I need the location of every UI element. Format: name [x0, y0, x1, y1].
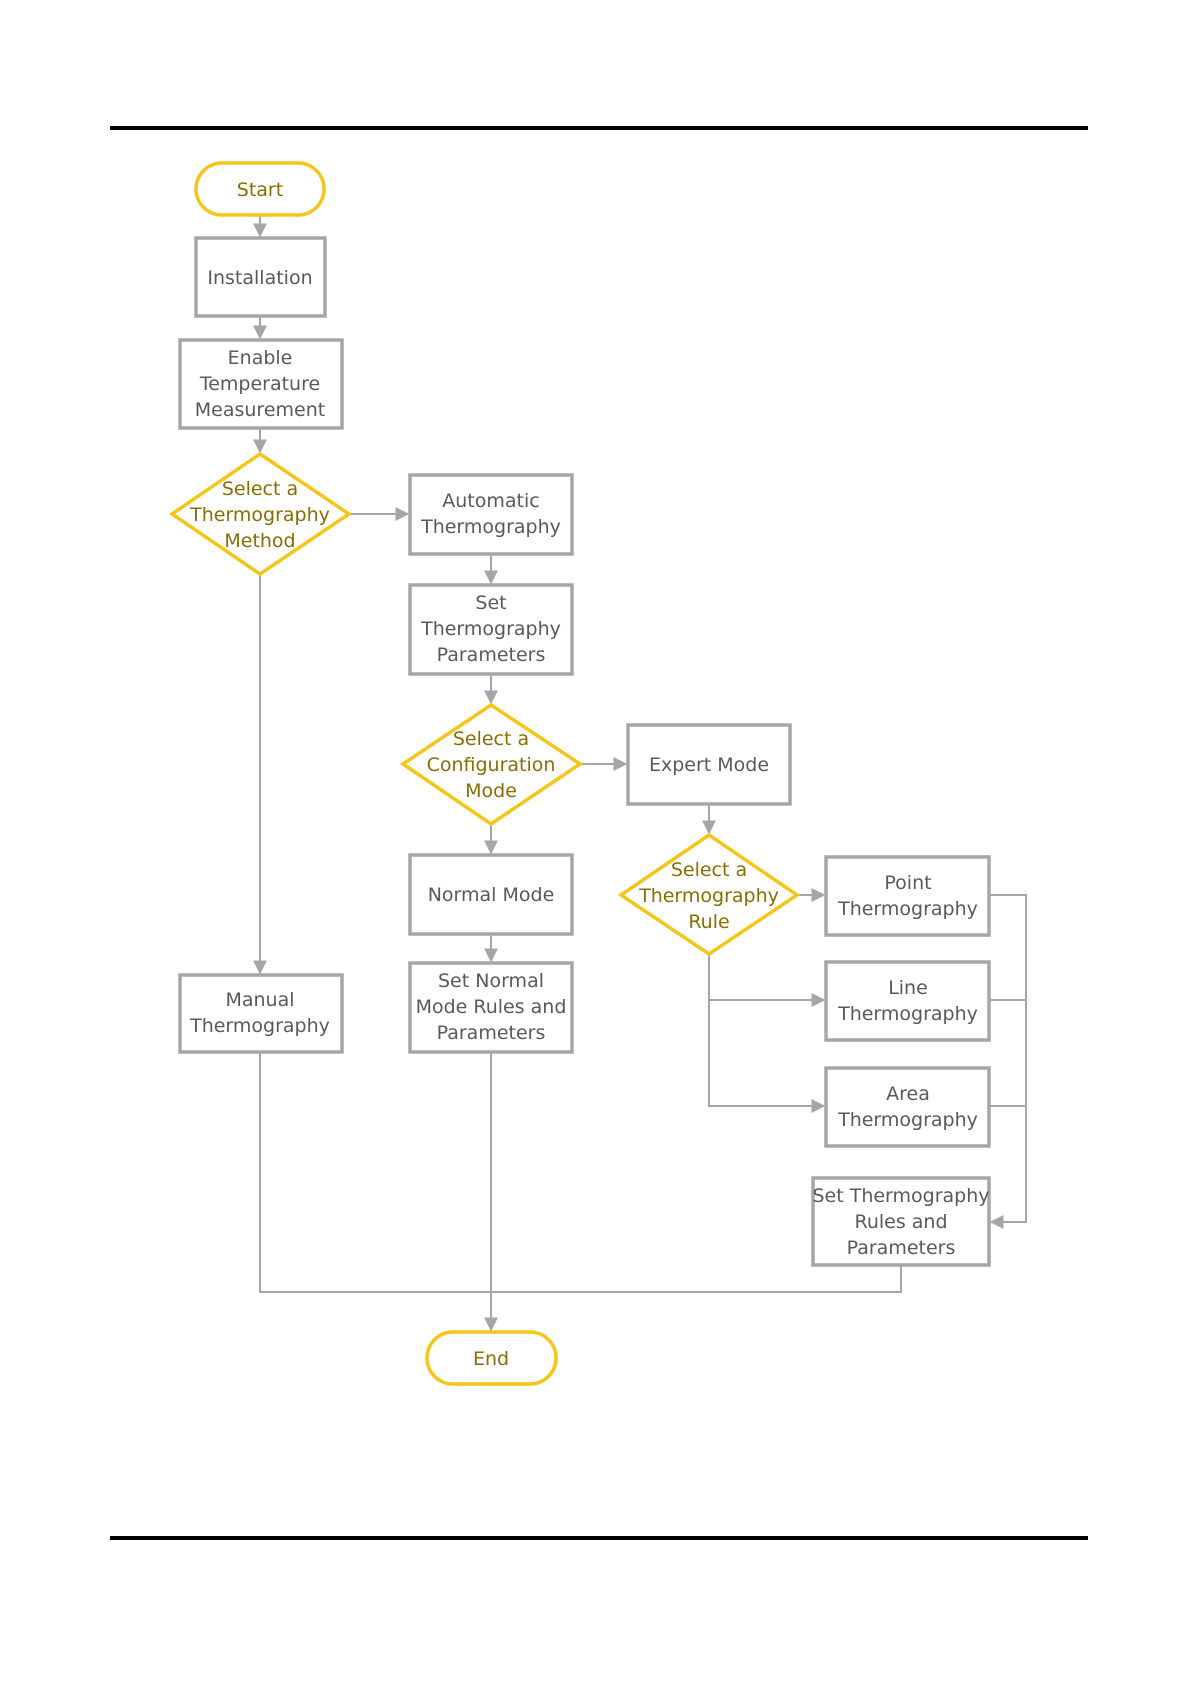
arrow-rule-line — [708, 954, 826, 1007]
select-rule-line-3: Rule — [688, 911, 729, 933]
expert-mode-node: Expert Mode — [626, 723, 792, 806]
manual-line-1: Manual — [225, 989, 294, 1011]
connector-bottom-merge — [259, 1052, 902, 1293]
select-method-decision: Select a Thermography Method — [168, 451, 353, 577]
select-config-line-1: Select a — [453, 728, 529, 750]
select-method-line-1: Select a — [222, 478, 298, 500]
enable-temp-line-3: Measurement — [195, 399, 325, 421]
point-line-2: Thermography — [837, 898, 978, 920]
select-config-decision: Select a Configuration Mode — [399, 702, 584, 827]
set-normal-mode-rules-node: Set Normal Mode Rules and Parameters — [408, 961, 574, 1054]
area-line-2: Thermography — [837, 1109, 978, 1131]
set-rules-line-1: Set Thermography — [812, 1185, 989, 1207]
set-thermography-rules-node: Set Thermography Rules and Parameters — [811, 1176, 991, 1267]
select-config-line-2: Configuration — [427, 754, 556, 776]
point-thermography-node: Point Thermography — [824, 855, 991, 937]
select-rule-line-2: Thermography — [638, 885, 779, 907]
set-normal-line-3: Parameters — [437, 1022, 546, 1044]
set-params-line-2: Thermography — [420, 618, 561, 640]
line-line-1: Line — [888, 977, 928, 999]
manual-line-2: Thermography — [189, 1015, 330, 1037]
automatic-thermography-node: Automatic Thermography — [408, 473, 574, 556]
set-params-line-3: Parameters — [437, 644, 546, 666]
manual-thermography-node: Manual Thermography — [178, 973, 344, 1054]
set-rules-line-3: Parameters — [847, 1237, 956, 1259]
line-line-2: Thermography — [837, 1003, 978, 1025]
start-node: Start — [194, 161, 326, 217]
select-method-line-3: Method — [224, 530, 295, 552]
connectors — [253, 215, 1027, 1332]
automatic-line-1: Automatic — [442, 490, 539, 512]
enable-temp-line-2: Temperature — [199, 373, 320, 395]
arrow-rule-area — [708, 1000, 826, 1113]
enable-temp-line-1: Enable — [228, 347, 293, 369]
normal-mode-node: Normal Mode — [408, 853, 574, 936]
end-label: End — [473, 1348, 509, 1370]
area-line-1: Area — [886, 1083, 930, 1105]
automatic-line-2: Thermography — [420, 516, 561, 538]
end-node: End — [425, 1330, 558, 1386]
set-normal-line-2: Mode Rules and — [416, 996, 567, 1018]
select-config-line-3: Mode — [465, 780, 517, 802]
enable-temperature-node: Enable Temperature Measurement — [178, 338, 344, 430]
installation-node: Installation — [194, 236, 327, 318]
point-line-1: Point — [884, 872, 931, 894]
installation-label: Installation — [207, 267, 312, 289]
select-method-line-2: Thermography — [189, 504, 330, 526]
set-rules-line-2: Rules and — [854, 1211, 947, 1233]
normal-mode-label: Normal Mode — [428, 884, 555, 906]
set-params-line-1: Set — [475, 592, 506, 614]
select-rule-line-1: Select a — [671, 859, 747, 881]
select-rule-decision: Select a Thermography Rule — [617, 832, 801, 957]
set-normal-line-1: Set Normal — [438, 970, 544, 992]
line-thermography-node: Line Thermography — [824, 960, 991, 1042]
set-thermography-parameters-node: Set Thermography Parameters — [408, 583, 574, 676]
expert-mode-label: Expert Mode — [649, 754, 769, 776]
area-thermography-node: Area Thermography — [824, 1066, 991, 1148]
header-rule — [110, 126, 1088, 130]
footer-rule — [110, 1536, 1088, 1540]
arrow-to-setrules — [989, 894, 1027, 1229]
start-label: Start — [237, 179, 283, 201]
